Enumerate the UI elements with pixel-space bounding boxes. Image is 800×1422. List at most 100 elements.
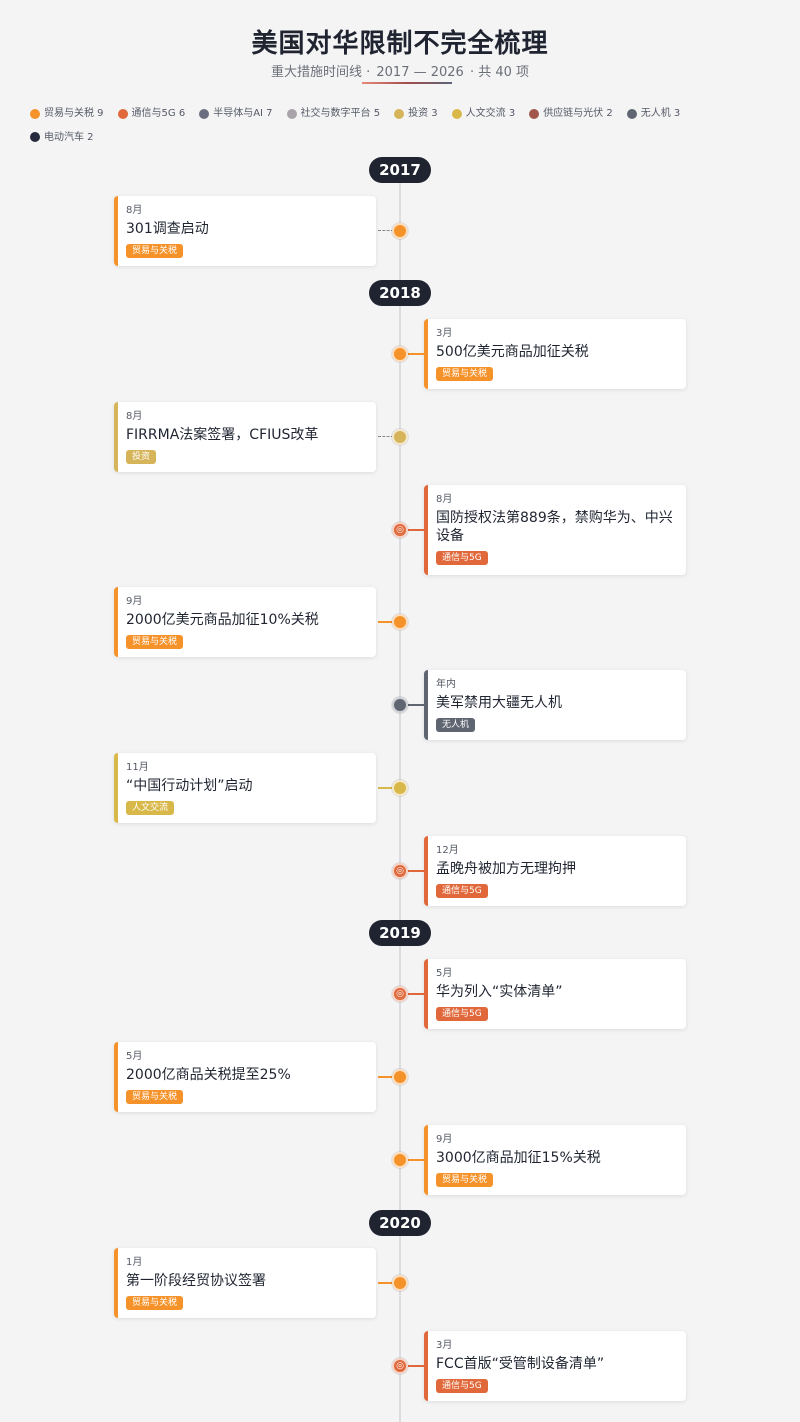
event-card[interactable]: 9月 3000亿商品加征15%关税贸易与关税 [424,1125,686,1195]
event-text: FIRRMA法案签署，CFIUS改革 [126,427,319,443]
signal-icon: ◎ [392,863,408,879]
category-tag: 贸易与关税 [126,1090,184,1104]
year-marker: 2018 [369,280,431,306]
category-accent-bar [424,670,428,740]
event-connector [378,436,394,437]
event-card[interactable]: 5月华为列入“实体清单” 通信与5G [424,959,686,1029]
legend-swatch [451,108,462,119]
circle-icon [392,346,408,362]
circle-icon [392,1069,408,1085]
event-card[interactable]: 12月孟晚舟被加方无理拘押通信与5G [424,836,686,906]
signal-glyph-icon: ◎ [396,865,404,876]
event-connector [378,230,394,231]
event-month: 5月 [126,1051,143,1062]
event-connector [408,1159,424,1161]
event-text: 3000亿商品加征15%关税 [436,1150,601,1166]
circle-icon [392,1275,408,1291]
circle-icon [392,429,408,445]
page-header: 美国对华限制不完全梳理 重大措施时间线 · 2017 — 2026 · 共 40… [0,26,800,82]
event-connector [408,1365,424,1367]
event-text: 301调查启动 [126,221,209,237]
subtitle-prefix: 重大措施时间线 · [270,65,371,80]
event-card[interactable]: 年内美军禁用大疆无人机无人机 [424,670,686,740]
legend-swatch [30,108,40,119]
event-text: 美军禁用大疆无人机 [436,695,562,711]
year-marker: 2019 [369,920,431,946]
category-accent-bar [424,959,428,1029]
event-month: 5月 [436,968,453,979]
event-connector [408,993,424,995]
event-card[interactable]: 3月 500亿美元商品加征关税贸易与关税 [424,319,686,389]
legend-item: 贸易与关税 9 [30,103,104,124]
event-connector [378,621,394,623]
legend-swatch [394,108,405,119]
event-connector [378,1282,394,1284]
signal-icon: ◎ [392,1358,408,1374]
event-text: 华为列入“实体清单” [436,984,563,1000]
category-tag: 贸易与关税 [436,367,494,381]
event-month: 11月 [126,762,149,773]
event-text: 国防授权法第889条，禁购华为、中兴设备 [436,510,673,544]
category-tag: 贸易与关税 [126,635,184,649]
category-tag: 人文交流 [126,801,175,815]
category-tag: 贸易与关税 [436,1173,494,1187]
legend-swatch [199,108,210,119]
legend-swatch [30,132,40,142]
event-card[interactable]: 1月第一阶段经贸协议签署贸易与关税 [114,1248,376,1318]
signal-icon: ◎ [392,522,408,538]
category-tag: 通信与5G [436,1379,488,1393]
subtitle-underline [362,82,452,84]
legend-label: 人文交流 3 [465,108,516,119]
legend-label: 贸易与关税 9 [44,108,104,119]
category-tag: 通信与5G [436,1007,488,1021]
event-month: 1月 [126,1257,143,1268]
event-month: 3月 [436,328,453,339]
event-text: 500亿美元商品加征关税 [436,344,589,360]
event-text: FCC首版“受管制设备清单” [436,1356,605,1372]
page-subtitle: 重大措施时间线 · 2017 — 2026 · 共 40 项 [0,64,800,82]
circle-icon [392,223,408,239]
circle-icon [392,614,408,630]
subtitle-suffix: · 共 40 项 [469,65,530,80]
event-connector [408,353,424,355]
event-card[interactable]: 8月国防授权法第889条，禁购华为、中兴设备通信与5G [424,485,686,575]
event-card[interactable]: 11月“中国行动计划”启动人文交流 [114,753,376,823]
event-month: 9月 [436,1134,453,1145]
signal-glyph-icon: ◎ [396,988,404,999]
category-tag: 通信与5G [436,884,488,898]
page-title: 美国对华限制不完全梳理 [251,29,549,59]
signal-glyph-icon: ◎ [396,1360,404,1371]
legend-item: 电动汽车 2 [30,127,94,148]
signal-glyph-icon: ◎ [396,524,404,535]
legend-item: 投资 3 [394,103,438,124]
legend-item: 供应链与光伏 2 [529,103,613,124]
category-accent-bar [114,753,118,823]
event-card[interactable]: 8月 301调查启动贸易与关税 [114,196,376,266]
event-text: 2000亿美元商品加征10%关税 [126,612,319,628]
year-marker: 2017 [369,157,431,183]
legend-item: 无人机 3 [626,103,681,124]
legend-label: 半导体与AI 7 [213,108,273,119]
event-connector [378,1076,394,1078]
legend-swatch [529,108,540,119]
event-month: 8月 [436,494,453,505]
event-text: 孟晚舟被加方无理拘押 [436,861,576,877]
signal-icon: ◎ [392,986,408,1002]
category-accent-bar [424,485,428,575]
category-accent-bar [424,1331,428,1401]
category-tag: 贸易与关税 [126,1296,184,1310]
category-tag: 贸易与关税 [126,244,184,258]
event-month: 8月 [126,205,143,216]
legend-label: 无人机 3 [640,108,681,119]
category-accent-bar [114,402,118,472]
event-month: 8月 [126,411,143,422]
subtitle-range: 2017 — 2026 [376,65,464,80]
event-month: 年内 [436,679,456,690]
category-accent-bar [114,196,118,266]
legend-swatch [286,108,297,119]
